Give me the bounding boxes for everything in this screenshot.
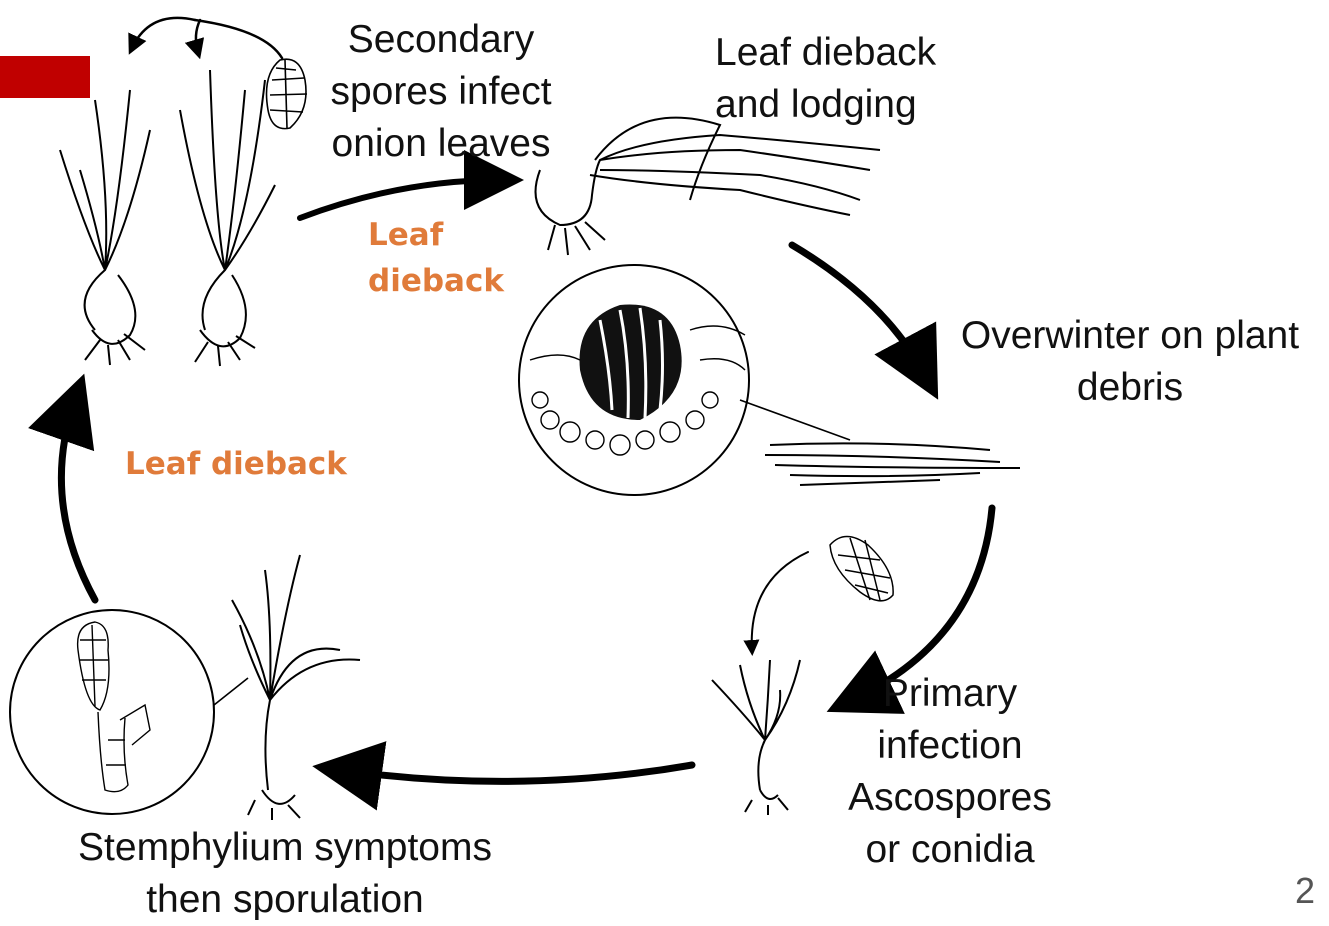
arrow-symptoms-to-secondary bbox=[61, 400, 95, 600]
slide-number: 2 bbox=[1295, 870, 1315, 912]
onion-seedling bbox=[712, 660, 800, 815]
spore-ascospore bbox=[830, 537, 893, 601]
label-primary-infection: Primary infection Ascospores or conidia bbox=[820, 668, 1080, 876]
arrow-spore-loop-down bbox=[196, 20, 200, 52]
onion-plants-secondary bbox=[60, 70, 275, 366]
label-stemphylium-symptoms: Stemphylium symptoms then sporulation bbox=[30, 822, 540, 926]
plant-debris bbox=[765, 443, 1020, 485]
arrow-spore-to-seedling bbox=[752, 552, 808, 650]
conidiophore-magnified bbox=[10, 610, 248, 814]
arrow-label-left: Leaf dieback bbox=[125, 441, 347, 487]
onion-symptomatic bbox=[232, 555, 360, 820]
onion-lodged bbox=[536, 118, 881, 255]
arrow-label-top: Leaf dieback bbox=[368, 212, 504, 304]
arrow-primary-to-symptoms bbox=[340, 765, 692, 781]
spore-conidium-top bbox=[267, 59, 308, 128]
label-overwinter: Overwinter on plant debris bbox=[935, 310, 1325, 414]
pseudothecium-magnified bbox=[519, 265, 850, 495]
label-secondary-spores: Secondary spores infect onion leaves bbox=[306, 14, 576, 170]
arrow-lodging-to-overwinter bbox=[792, 245, 925, 375]
arrow-spore-loop-left bbox=[132, 18, 195, 48]
label-leaf-dieback-lodging: Leaf dieback and lodging bbox=[715, 27, 995, 131]
arrow-spore-loop-right bbox=[195, 20, 282, 58]
